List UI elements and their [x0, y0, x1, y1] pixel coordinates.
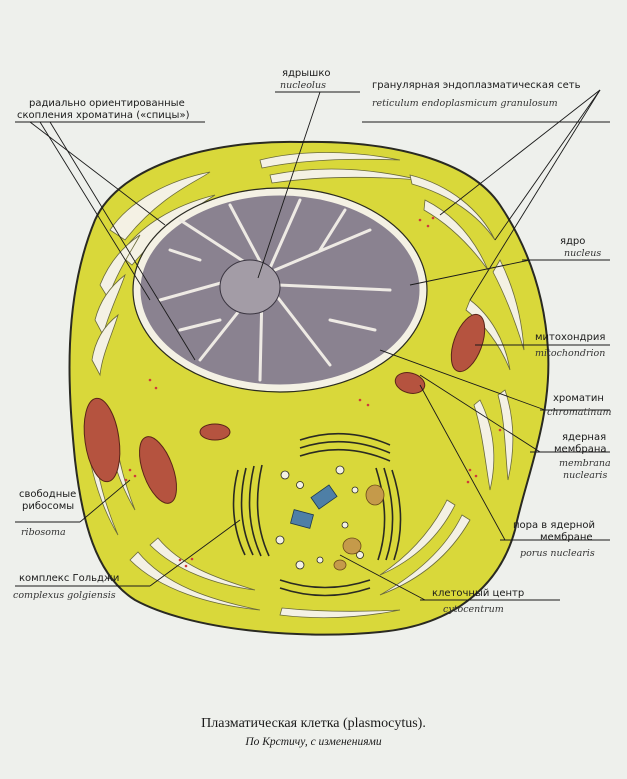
label-nucleolus-ru: ядрышко: [282, 68, 331, 79]
label-mito-ru: митохондрия: [535, 332, 606, 343]
label-spokes-line2: скопления хроматина («спицы»): [17, 110, 190, 121]
label-er-ru: гранулярная эндоплазматическая сеть: [372, 80, 581, 91]
label-centre-la: cytocentrum: [443, 604, 504, 615]
label-pore-la: porus nuclearis: [520, 548, 595, 559]
figure-caption-subtitle: По Крстичу, с изменениями: [245, 736, 382, 748]
label-ribo-ru-2: рибосомы: [22, 501, 75, 512]
golgi-vesicles: [275, 465, 364, 570]
label-pore-ru-2: мембране: [540, 532, 593, 543]
label-nucleus-ru: ядро: [560, 236, 586, 247]
label-er-la: reticulum endoplasmicum granulosum: [372, 98, 558, 109]
label-ribo-la: ribosoma: [21, 527, 66, 538]
label-nucleolus-la: nucleolus: [280, 80, 326, 91]
centrioles: [290, 484, 338, 529]
label-centre-ru: клеточный центр: [432, 588, 525, 599]
label-chromatin-la: chromatinum: [547, 407, 612, 418]
label-golgi-la: complexus golgiensis: [13, 590, 116, 601]
label-nucleus-la: nucleus: [564, 248, 602, 259]
label-membrane-la-1: membrana: [559, 458, 611, 469]
mitochondria: [83, 313, 486, 504]
label-spokes-line1: радиально ориентированные: [29, 98, 185, 109]
free-ribosomes: [124, 216, 502, 568]
leader-lines: [15, 89, 610, 601]
label-pore-ru-1: пора в ядерной: [513, 520, 595, 531]
label-mito-la: mitochondrion: [535, 348, 606, 359]
golgi-complex: [232, 432, 402, 597]
figure-caption-title: Плазматическая клетка (plasmocytus).: [201, 716, 426, 731]
chromatin-spokes: [158, 198, 392, 382]
label-membrane-la-2: nuclearis: [563, 470, 608, 481]
nuclear-membrane: [132, 187, 428, 393]
nucleolus: [219, 259, 281, 315]
cytocentrum-granules: [333, 484, 385, 571]
label-membrane-ru-2: мембрана: [554, 444, 607, 455]
label-golgi-ru: комплекс Гольджи: [19, 573, 120, 584]
label-membrane-ru-1: ядерная: [562, 432, 607, 443]
label-ribo-ru-1: свободные: [19, 489, 77, 500]
label-chromatin-ru: хроматин: [553, 393, 604, 404]
